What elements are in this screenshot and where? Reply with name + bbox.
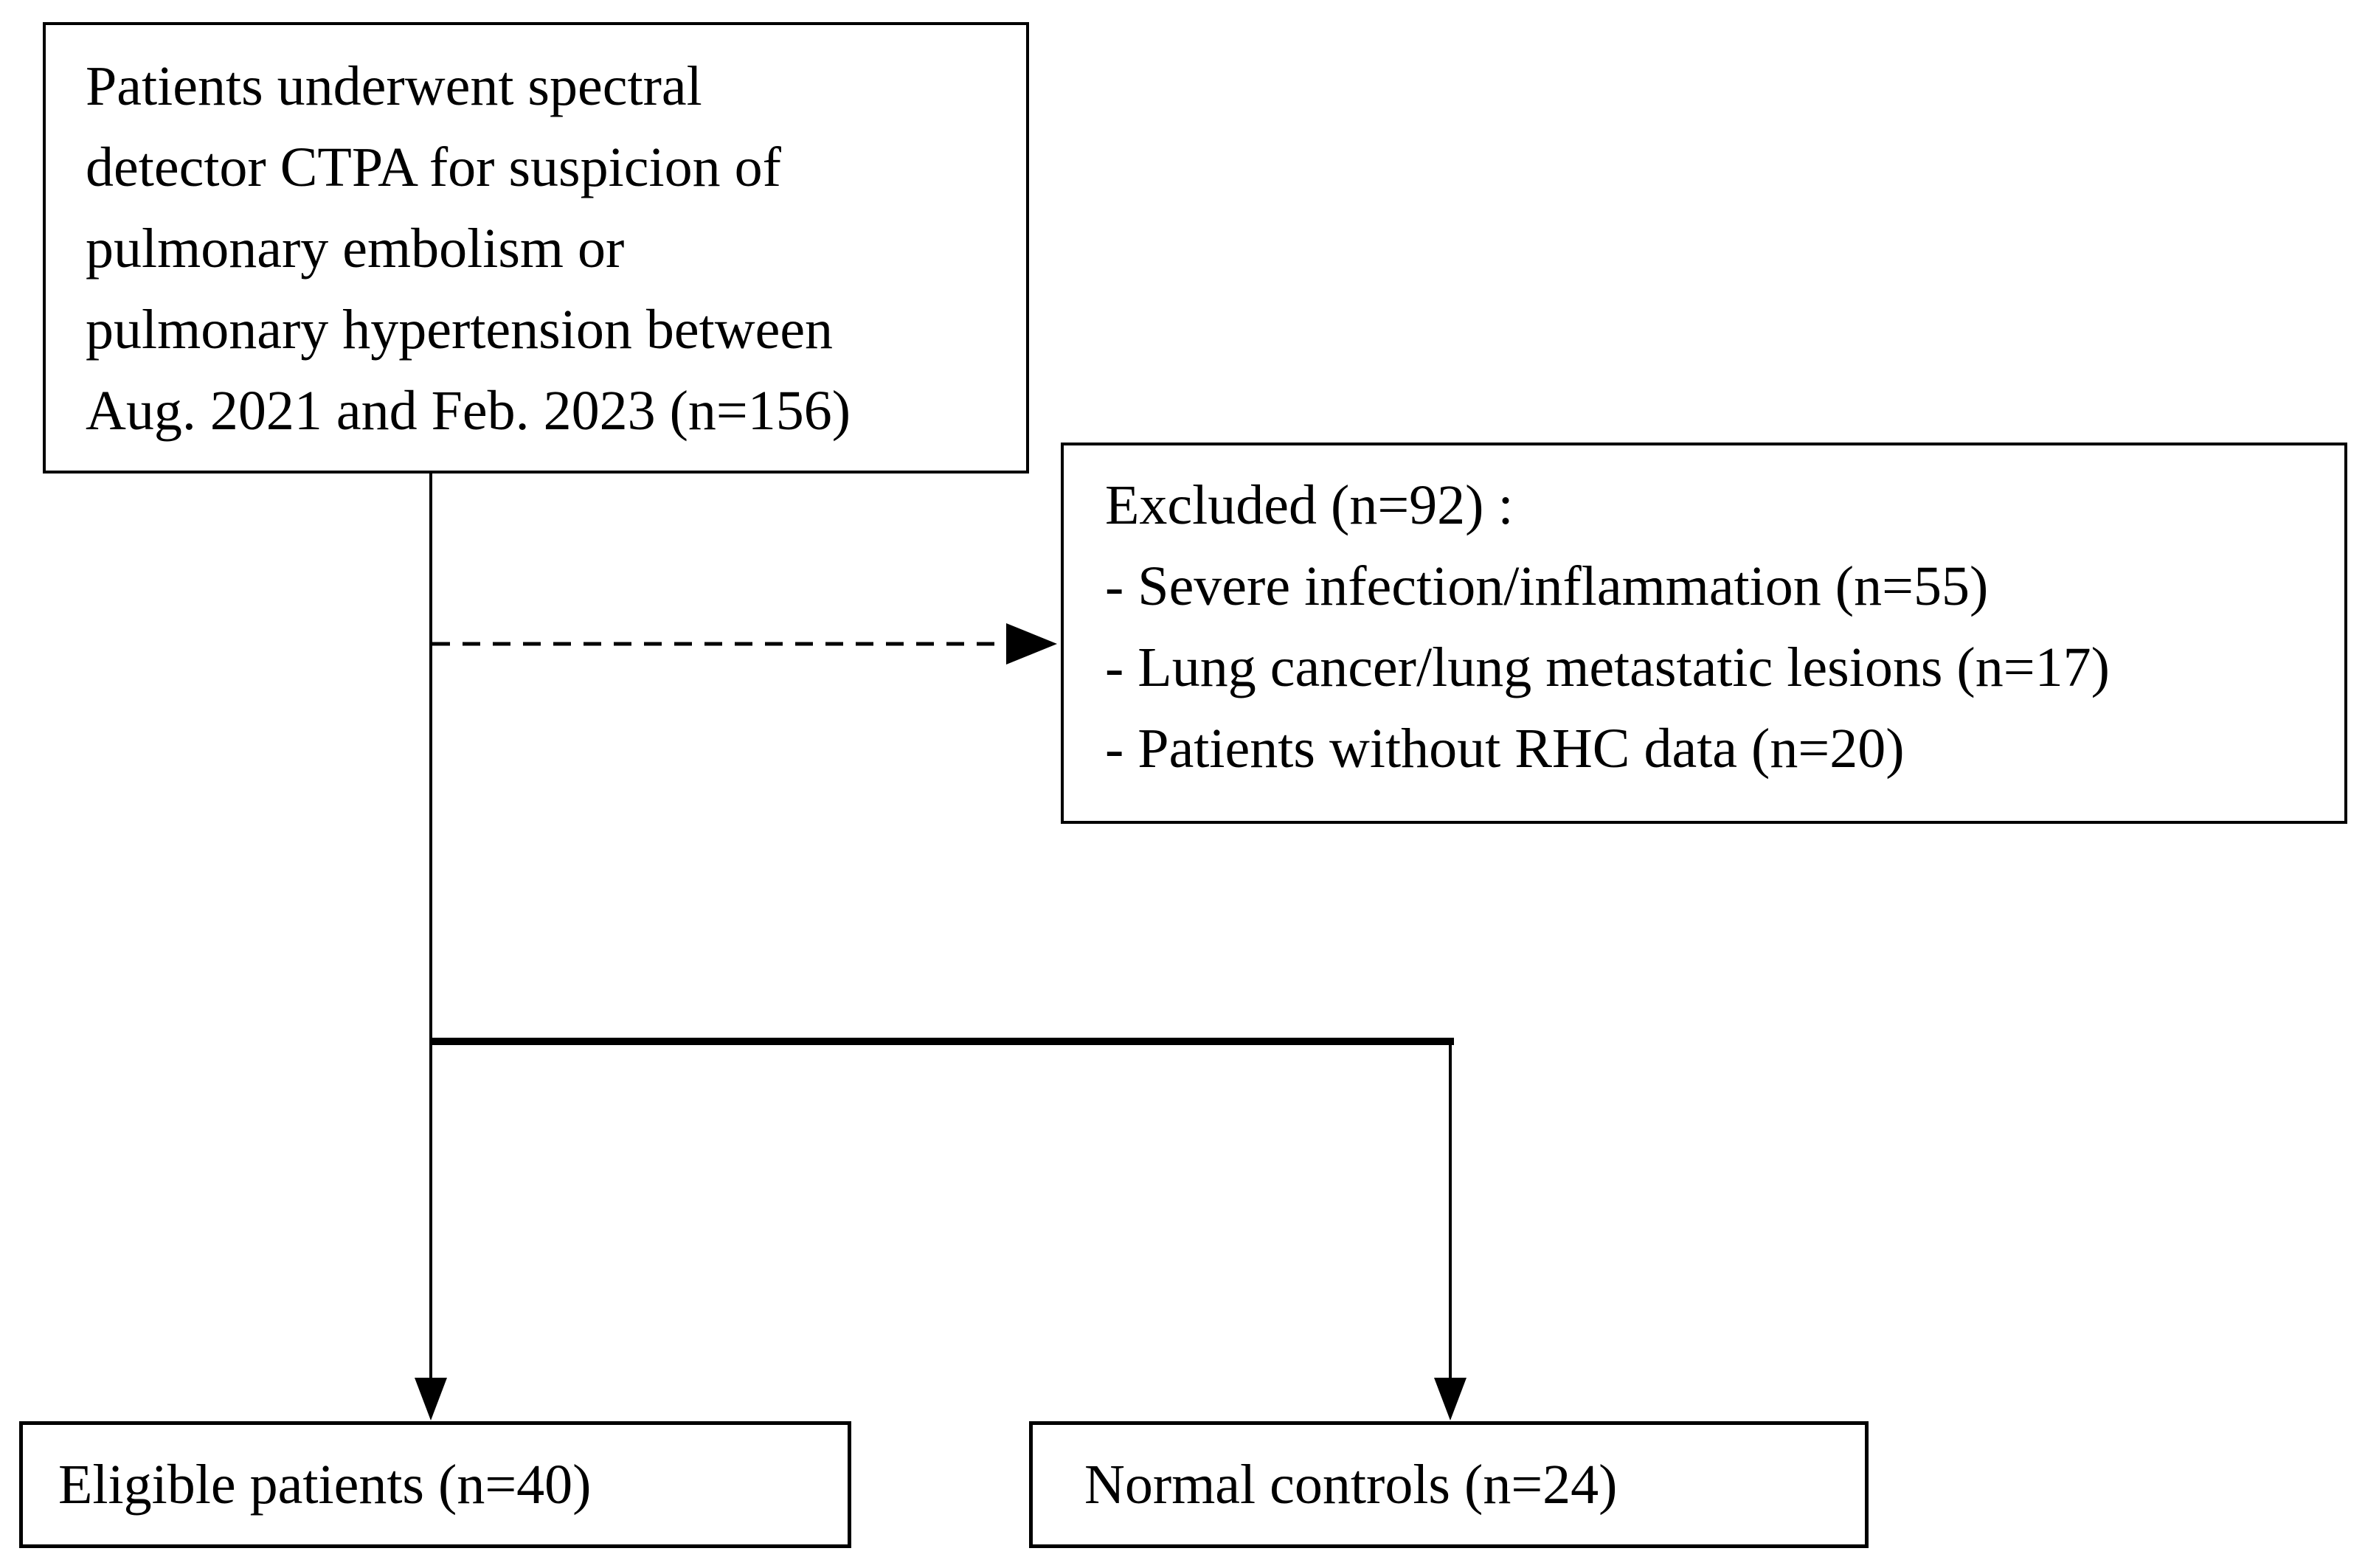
initial-cohort-text-line: pulmonary hypertension between — [86, 299, 834, 361]
eligible-patients-label: Eligible patients (n=40) — [58, 1454, 592, 1516]
initial-cohort-text-line: detector CTPA for suspicion of — [86, 136, 781, 198]
initial-cohort-text-line: pulmonary embolism or — [86, 218, 625, 280]
excluded-item: - Lung cancer/lung metastatic lesions (n… — [1105, 636, 2110, 698]
arrowhead-down-left-icon — [415, 1378, 447, 1420]
box-normal-controls: Normal controls (n=24) — [1029, 1421, 1869, 1548]
initial-cohort-text-line: Patients underwent spectral — [86, 55, 702, 117]
arrowhead-down-right-icon — [1434, 1378, 1467, 1420]
box-excluded: Excluded (n=92) : - Severe infection/inf… — [1061, 443, 2347, 824]
arrowhead-right-icon — [1006, 623, 1057, 665]
box-eligible-patients: Eligible patients (n=40) — [19, 1421, 851, 1548]
excluded-item: - Severe infection/inflammation (n=55) — [1105, 555, 1989, 617]
box-initial-cohort: Patients underwent spectral detector CTP… — [43, 22, 1029, 473]
excluded-item: - Patients without RHC data (n=20) — [1105, 718, 1905, 780]
initial-cohort-text-line: Aug. 2021 and Feb. 2023 (n=156) — [86, 380, 851, 442]
normal-controls-label: Normal controls (n=24) — [1084, 1454, 1618, 1516]
excluded-title: Excluded (n=92) : — [1105, 474, 1514, 536]
